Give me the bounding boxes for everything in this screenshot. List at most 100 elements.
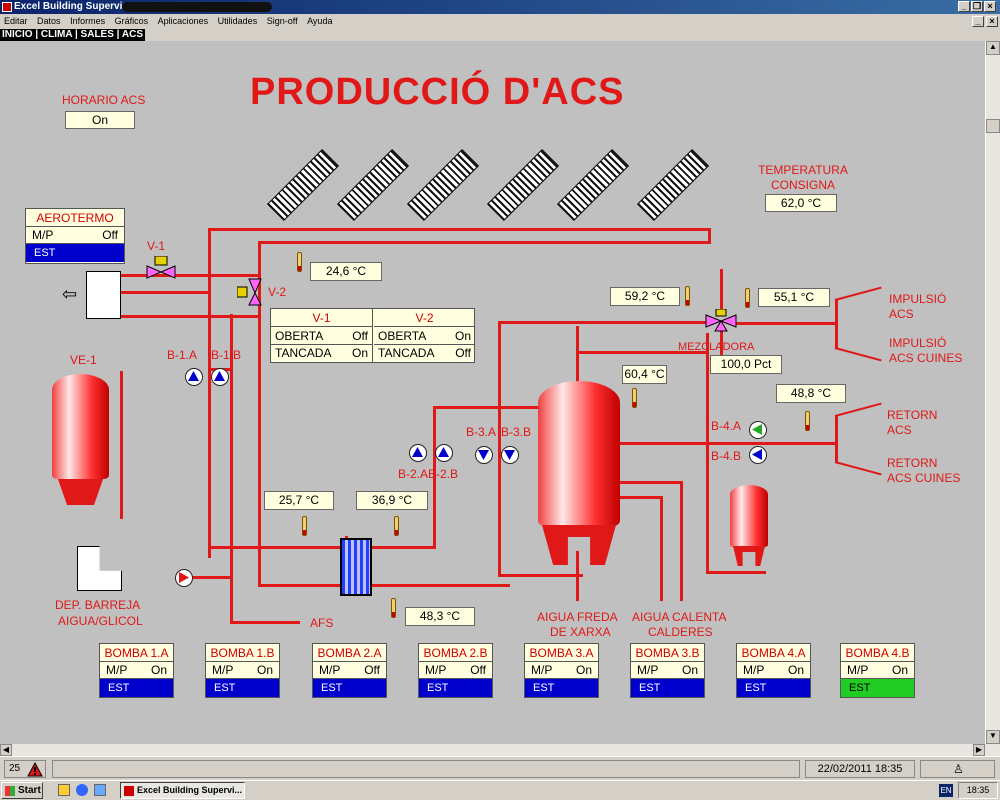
bomba-mp-label: M/P <box>106 663 128 677</box>
menu-informes[interactable]: Informes <box>70 16 106 26</box>
browser-icon[interactable] <box>76 784 88 796</box>
alarm-box[interactable]: 25 <box>4 760 46 778</box>
pump-b3a-icon[interactable] <box>475 446 493 464</box>
bomba-est: EST <box>841 679 914 697</box>
menu-graficos[interactable]: Gráficos <box>114 16 149 26</box>
doc-minimize-button[interactable]: _ <box>972 16 984 27</box>
bomba-mp-label: M/P <box>847 663 869 677</box>
bomba-mp-label: M/P <box>531 663 553 677</box>
desktop-icon[interactable] <box>58 784 70 796</box>
solar-collector-4 <box>486 148 560 222</box>
user-box[interactable]: ♙ <box>920 760 995 778</box>
b4b-label: B-4.B <box>711 449 742 463</box>
temp-solar-return: 24,6 °C <box>310 262 382 281</box>
taskbar-clock: 18:35 <box>958 782 998 799</box>
page-title: PRODUCCIÓ D'ACS <box>250 71 625 113</box>
solar-collector-2 <box>336 148 410 222</box>
aerotermo-est: EST <box>26 244 124 262</box>
scroll-right-icon[interactable]: ▶ <box>973 744 985 756</box>
retorn-cuines-label-1: RETORN <box>887 456 938 470</box>
bomba-title: BOMBA 4.A <box>737 644 810 662</box>
menu-datos[interactable]: Datos <box>37 16 61 26</box>
nav-bar[interactable]: INICIO | CLIMA | SALES | ACS <box>0 29 145 41</box>
bomba-mp-label: M/P <box>637 663 659 677</box>
horario-value: On <box>65 111 135 129</box>
impulsio-acs-label-1: IMPULSIÓ <box>889 292 947 306</box>
taskbar-app-button[interactable]: Excel Building Supervi... <box>120 782 245 799</box>
start-button[interactable]: Start <box>1 782 43 799</box>
doc-close-button[interactable]: × <box>986 16 998 27</box>
thermometer-icon <box>297 252 302 272</box>
bomba-est: EST <box>100 679 173 697</box>
b1a-label: B-1.A <box>167 348 198 362</box>
horizontal-scrollbar[interactable]: ◀ ▶ <box>0 744 1000 756</box>
alarm-count: 25 <box>9 763 21 774</box>
explorer-icon[interactable] <box>94 784 106 796</box>
arrow-left-icon: ⇦ <box>62 284 78 304</box>
v1-label: V-1 <box>147 239 166 253</box>
temp-retorn: 48,8 °C <box>776 384 846 403</box>
scroll-up-icon[interactable]: ▲ <box>986 41 1000 55</box>
language-indicator[interactable]: EN <box>939 784 953 797</box>
pump-b4b-icon[interactable] <box>749 446 767 464</box>
user-icon: ♙ <box>953 762 964 776</box>
pump-b2a-icon[interactable] <box>409 444 427 462</box>
aigua-calenta-label-2: CALDERES <box>648 625 713 639</box>
valve-v1-icon[interactable] <box>145 256 179 282</box>
app-icon <box>2 2 12 12</box>
v1-tancada-label: TANCADA <box>275 346 332 360</box>
thermometer-icon <box>302 516 307 536</box>
pump-b2b-icon[interactable] <box>435 444 453 462</box>
scroll-left-icon[interactable]: ◀ <box>0 744 12 756</box>
aigua-freda-label-1: AIGUA FREDA <box>537 610 618 624</box>
pump-b4a-icon[interactable] <box>749 421 767 439</box>
menu-aplicaciones[interactable]: Aplicaciones <box>157 16 209 26</box>
thermometer-icon <box>685 286 690 306</box>
tank-legs <box>542 525 616 565</box>
solar-collector-6 <box>636 148 710 222</box>
retorn-acs-label-2: ACS <box>887 423 912 437</box>
ve1-label: VE-1 <box>70 353 97 367</box>
pump-b3b-icon[interactable] <box>501 446 519 464</box>
menu-editar[interactable]: Editar <box>4 16 28 26</box>
redacted-area <box>122 2 272 12</box>
menu-utilidades[interactable]: Utilidades <box>217 16 258 26</box>
mixing-valve-icon[interactable] <box>704 309 738 333</box>
bomba-est: EST <box>206 679 279 697</box>
menu-ayuda[interactable]: Ayuda <box>307 16 333 26</box>
tank-legs <box>58 479 103 505</box>
restore-button[interactable]: ❐ <box>971 1 983 12</box>
v2-oberta-value: On <box>454 329 471 343</box>
close-button[interactable]: × <box>984 1 996 12</box>
horario-label: HORARIO ACS <box>62 93 146 107</box>
bomba-mp-label: M/P <box>743 663 765 677</box>
minimize-button[interactable]: _ <box>958 1 970 12</box>
v1-oberta-label: OBERTA <box>275 329 324 343</box>
scroll-down-icon[interactable]: ▼ <box>986 730 1000 744</box>
pump-b1a-icon[interactable] <box>185 368 203 386</box>
glycol-pump-icon[interactable] <box>175 569 193 587</box>
aerotermo-mp-label: M/P <box>32 228 54 242</box>
scroll-thumb[interactable] <box>986 119 1000 133</box>
vertical-scrollbar[interactable]: ▲ ▼ <box>985 41 1000 744</box>
v1-table-title: V-1 <box>271 309 372 327</box>
impulsio-cuines-label-2: ACS CUINES <box>889 351 963 365</box>
b2ab-label: B-2.AB-2.B <box>398 467 459 481</box>
acs-accumulator-tank <box>538 381 620 526</box>
bomba-mp-label: M/P <box>319 663 341 677</box>
bomba-title: BOMBA 2.B <box>419 644 492 662</box>
menu-sign-off[interactable]: Sign-off <box>266 16 298 26</box>
valve-v2-icon[interactable] <box>237 277 265 307</box>
pump-b1b-icon[interactable] <box>211 368 229 386</box>
v1-oberta-value: Off <box>352 329 368 343</box>
aigua-calenta-label-1: AIGUA CALENTA <box>632 610 727 624</box>
